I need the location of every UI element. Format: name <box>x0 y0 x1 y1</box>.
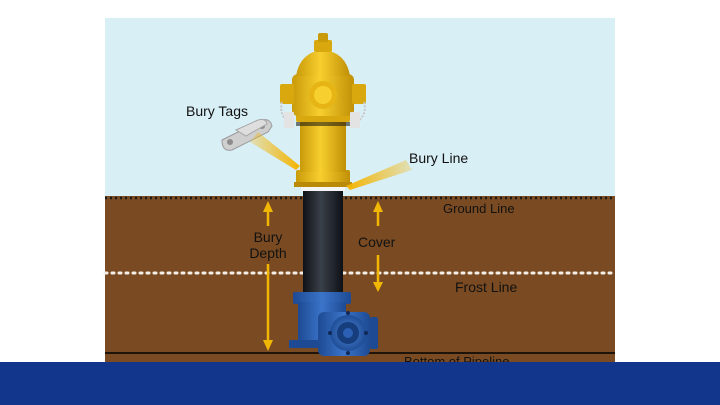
fire-hydrant <box>280 33 378 356</box>
sky-area <box>105 18 615 196</box>
bury-line-label: Bury Line <box>409 150 468 166</box>
frost-line-label: Frost Line <box>455 279 517 295</box>
bury-tags-beam <box>250 132 300 170</box>
bury-depth-arrow <box>263 201 273 351</box>
valve-shoe <box>289 292 378 356</box>
bury-depth-label-line1: Bury <box>254 229 283 245</box>
bury-tags-icon <box>221 119 273 151</box>
bury-line-band <box>301 186 345 191</box>
bury-depth-label-line2: Depth <box>249 245 286 261</box>
bury-tags-label: Bury Tags <box>186 103 248 119</box>
cover-label: Cover <box>358 234 396 250</box>
ground-line-label: Ground Line <box>443 201 515 216</box>
hydrant-pipe <box>303 190 343 295</box>
footer-bar <box>0 362 720 405</box>
bury-line-beam <box>346 160 412 190</box>
cover-arrow <box>373 201 383 292</box>
